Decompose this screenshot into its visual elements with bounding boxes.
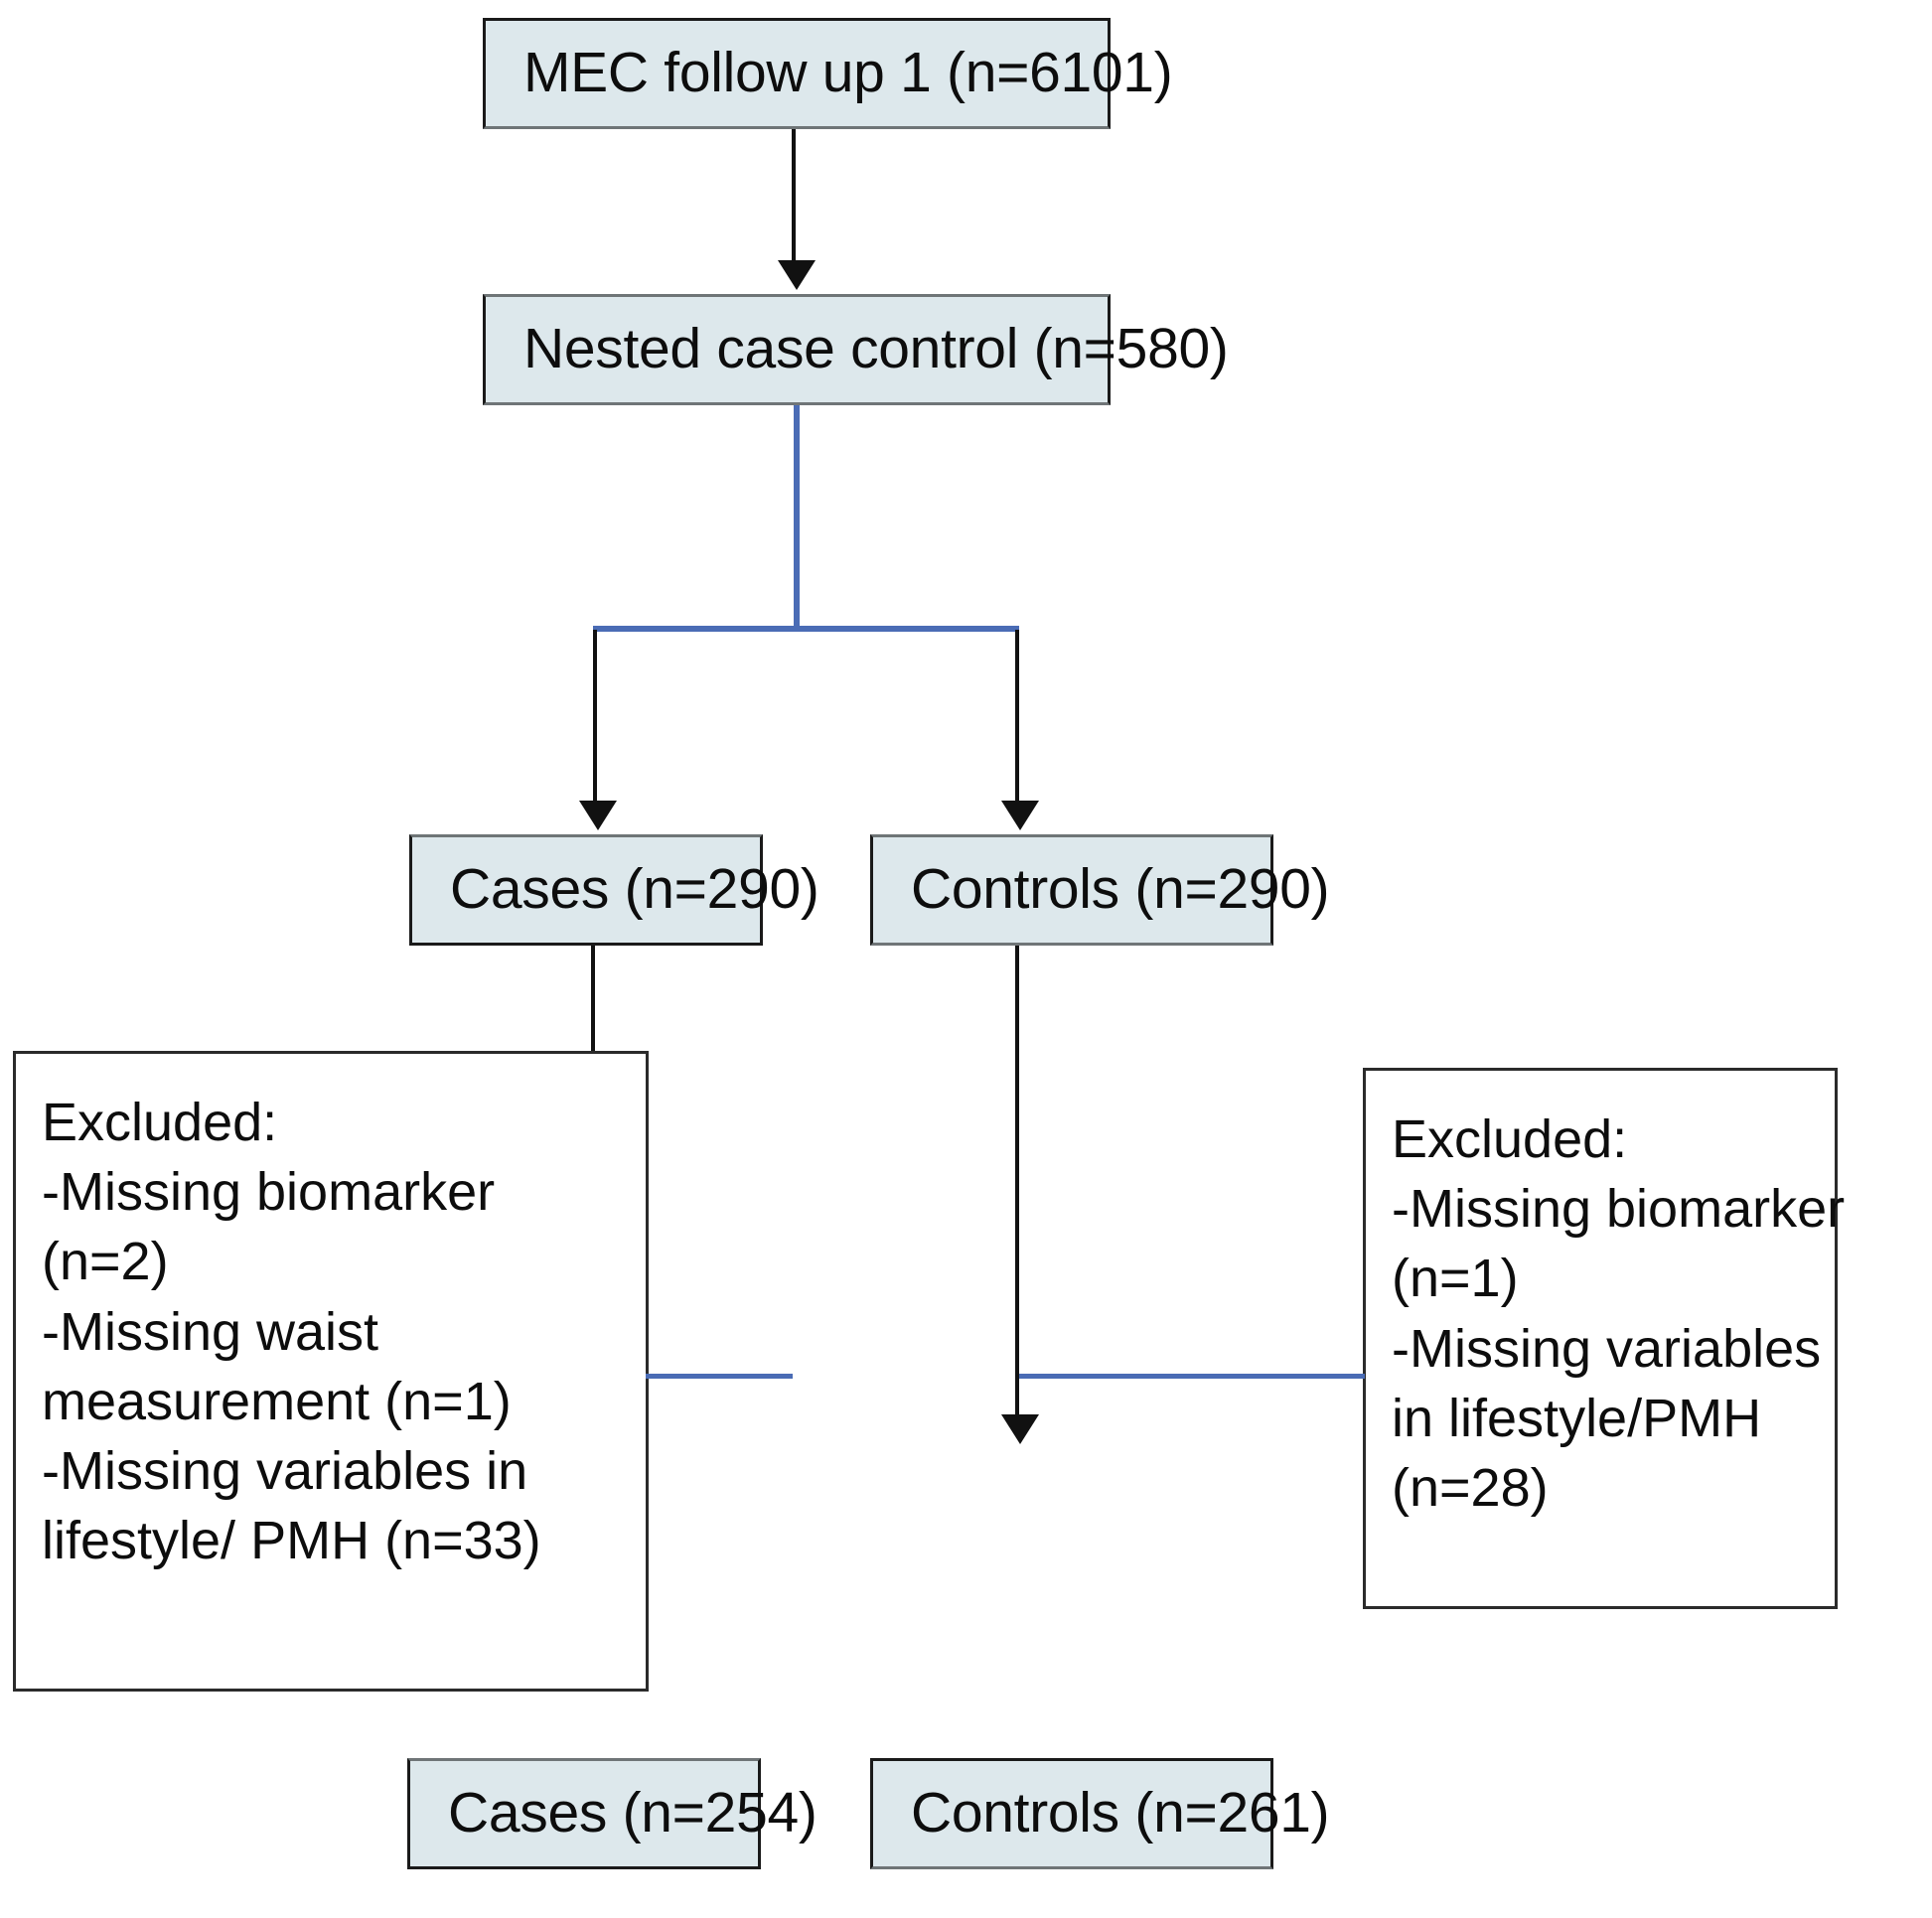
exclusion-controls-line-5: (n=28): [1392, 1457, 1549, 1518]
node-cases-initial[interactable]: Cases (n=290): [409, 834, 819, 946]
connector-controls-vertical: [1015, 946, 1019, 1420]
exclusion-box-controls: Excluded: -Missing biomarker (n=1) -Miss…: [1363, 1068, 1846, 1609]
node-controls-final[interactable]: Controls (n=261): [870, 1758, 1330, 1869]
exclusion-controls-heading: Excluded:: [1392, 1109, 1628, 1169]
exclusion-cases-line-4: measurement (n=1): [42, 1371, 512, 1431]
connector-split-to-controls: [1015, 630, 1019, 807]
connector-cases-exclusion-link: [646, 1374, 793, 1379]
node-nested-case-control[interactable]: Nested case control (n=580): [483, 294, 1229, 405]
connector-controls-exclusion-link: [1019, 1374, 1365, 1379]
connector-nested-stem: [794, 405, 800, 632]
connector-split-to-cases: [593, 630, 597, 807]
exclusion-cases-heading: Excluded:: [42, 1093, 278, 1152]
exclusion-box-cases: Excluded: -Missing biomarker (n=2) -Miss…: [13, 1051, 649, 1692]
connector-source-to-nested: [792, 129, 796, 266]
exclusion-cases-line-6: lifestyle/ PMH (n=33): [42, 1511, 541, 1571]
node-controls-final-label: Controls (n=261): [911, 1781, 1330, 1845]
exclusion-controls-line-1: -Missing biomarker: [1392, 1179, 1846, 1240]
exclusion-cases-line-1: -Missing biomarker: [42, 1162, 496, 1223]
node-controls-initial[interactable]: Controls (n=290): [870, 834, 1330, 946]
node-source-cohort-label: MEC follow up 1 (n=6101): [523, 41, 1173, 105]
node-cases-initial-label: Cases (n=290): [450, 857, 819, 922]
arrowhead-source-to-nested: [778, 260, 816, 290]
arrowhead-split-to-cases: [579, 801, 617, 830]
node-cases-final[interactable]: Cases (n=254): [407, 1758, 817, 1869]
connector-split-bar: [593, 626, 1019, 632]
node-source-cohort[interactable]: MEC follow up 1 (n=6101): [483, 18, 1173, 129]
node-controls-initial-label: Controls (n=290): [911, 857, 1330, 922]
arrowhead-controls-final: [1001, 1414, 1039, 1444]
exclusion-controls-line-2: (n=1): [1392, 1249, 1519, 1309]
exclusion-controls-line-3: -Missing variables: [1392, 1318, 1822, 1379]
exclusion-cases-line-3: -Missing waist: [42, 1301, 379, 1362]
exclusion-cases-line-5: -Missing variables in: [42, 1440, 528, 1501]
exclusion-controls-line-4: in lifestyle/PMH: [1392, 1388, 1762, 1448]
node-cases-final-label: Cases (n=254): [448, 1781, 817, 1845]
arrowhead-split-to-controls: [1001, 801, 1039, 830]
exclusion-cases-line-2: (n=2): [42, 1232, 169, 1292]
node-nested-case-control-label: Nested case control (n=580): [523, 317, 1229, 381]
